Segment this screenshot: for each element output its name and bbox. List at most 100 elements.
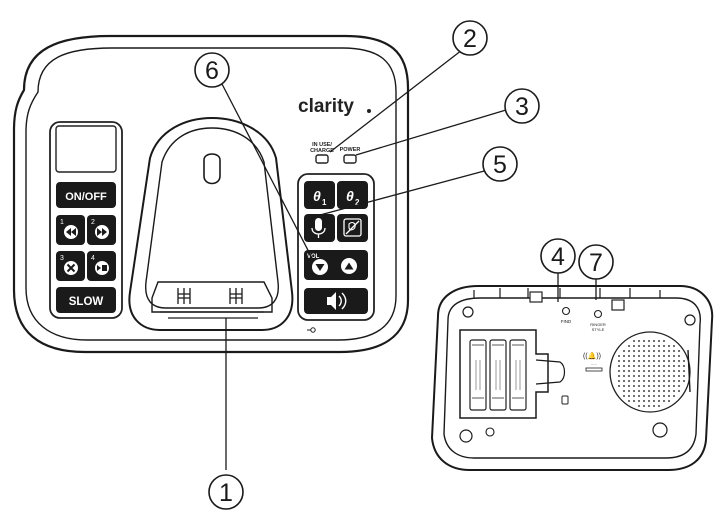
- grille-hole: [678, 365, 680, 367]
- grille-hole: [668, 355, 670, 357]
- grille-hole: [638, 360, 640, 362]
- callout-number-4: 4: [551, 243, 565, 271]
- grille-hole: [678, 370, 680, 372]
- battery-3: [509, 339, 527, 411]
- handset-hook: [203, 153, 221, 185]
- grille-hole: [638, 395, 640, 397]
- grille-hole: [663, 400, 665, 402]
- callout-number-2: 2: [463, 25, 477, 53]
- grille-hole: [648, 390, 650, 392]
- grille-hole: [668, 395, 670, 397]
- grille-hole: [633, 390, 635, 392]
- callout-circle-7: [578, 244, 614, 280]
- grille-hole: [663, 350, 665, 352]
- grille-hole: [623, 395, 625, 397]
- on-off-label: ON/OFF: [65, 191, 107, 203]
- grille-hole: [673, 350, 675, 352]
- grille-hole: [653, 360, 655, 362]
- callout-number-6: 6: [205, 57, 219, 85]
- grille-hole: [653, 385, 655, 387]
- grille-hole: [633, 380, 635, 382]
- grille-hole: [663, 380, 665, 382]
- grille-hole: [643, 385, 645, 387]
- slow-button[interactable]: [56, 287, 116, 313]
- grille-hole: [673, 365, 675, 367]
- grille-hole: [623, 360, 625, 362]
- memory-1-button[interactable]: [304, 181, 335, 209]
- grille-hole: [668, 350, 670, 352]
- brand-logo: clarity: [298, 96, 354, 117]
- grille-hole: [683, 370, 685, 372]
- callout-circle-4: [540, 238, 576, 274]
- grille-hole: [618, 375, 620, 377]
- grille-hole: [633, 395, 635, 397]
- microphone-icon: [311, 218, 326, 238]
- grille-hole: [623, 365, 625, 367]
- grille-hole: [633, 365, 635, 367]
- grille-hole: [643, 400, 645, 402]
- grille-hole: [648, 385, 650, 387]
- callout-circle-6: [194, 52, 230, 88]
- grille-hole: [658, 375, 660, 377]
- grille-hole: [653, 400, 655, 402]
- grille-hole: [633, 360, 635, 362]
- grille-hole: [678, 390, 680, 392]
- on-off-button[interactable]: [56, 182, 116, 208]
- grille-hole: [628, 345, 630, 347]
- message-display-window: [55, 125, 117, 173]
- grille-hole: [663, 365, 665, 367]
- speaker-icon: [327, 292, 347, 310]
- grille-hole: [663, 375, 665, 377]
- battery-cover-latch: [535, 359, 566, 385]
- memory-2-button[interactable]: [337, 181, 368, 209]
- grille-hole: [633, 385, 635, 387]
- grille-hole: [623, 390, 625, 392]
- battery-1: [469, 339, 487, 411]
- grille-hole: [668, 365, 670, 367]
- grille-hole: [678, 385, 680, 387]
- grille-hole: [638, 355, 640, 357]
- memory-1-symbol: θ: [313, 188, 321, 204]
- grille-hole: [663, 340, 665, 342]
- grille-hole: [618, 385, 620, 387]
- grille-hole: [658, 385, 660, 387]
- handset-cradle: [128, 116, 294, 331]
- grille-hole: [663, 395, 665, 397]
- grille-hole: [618, 365, 620, 367]
- key-num-4: 4: [91, 255, 95, 262]
- grille-hole: [658, 370, 660, 372]
- leader-line-3: [355, 109, 507, 156]
- grille-hole: [663, 360, 665, 362]
- callout-number-1: 1: [219, 479, 233, 507]
- grille-hole: [628, 380, 630, 382]
- grille-hole: [648, 350, 650, 352]
- grille-hole: [633, 375, 635, 377]
- grille-hole: [678, 350, 680, 352]
- grille-hole: [663, 355, 665, 357]
- speaker-grille: [609, 331, 691, 413]
- grille-hole: [643, 380, 645, 382]
- grille-hole: [653, 340, 655, 342]
- grille-hole: [668, 360, 670, 362]
- callout-circle-3: [504, 88, 540, 124]
- grille-hole: [653, 390, 655, 392]
- grille-hole: [658, 390, 660, 392]
- ringer-style-button[interactable]: [593, 309, 603, 319]
- grille-hole: [643, 350, 645, 352]
- grille-hole: [653, 350, 655, 352]
- grille-hole: [633, 400, 635, 402]
- ringer-volume-switch[interactable]: [585, 367, 603, 372]
- grille-hole: [633, 345, 635, 347]
- grille-hole: [628, 395, 630, 397]
- grille-hole: [673, 385, 675, 387]
- block-icon: [343, 218, 362, 237]
- grille-hole: [668, 390, 670, 392]
- grille-hole: [643, 345, 645, 347]
- grille-hole: [683, 360, 685, 362]
- find-button[interactable]: [561, 306, 571, 316]
- grille-hole: [658, 340, 660, 342]
- power-label: POWER: [340, 147, 361, 153]
- grille-hole: [668, 380, 670, 382]
- grille-hole: [648, 380, 650, 382]
